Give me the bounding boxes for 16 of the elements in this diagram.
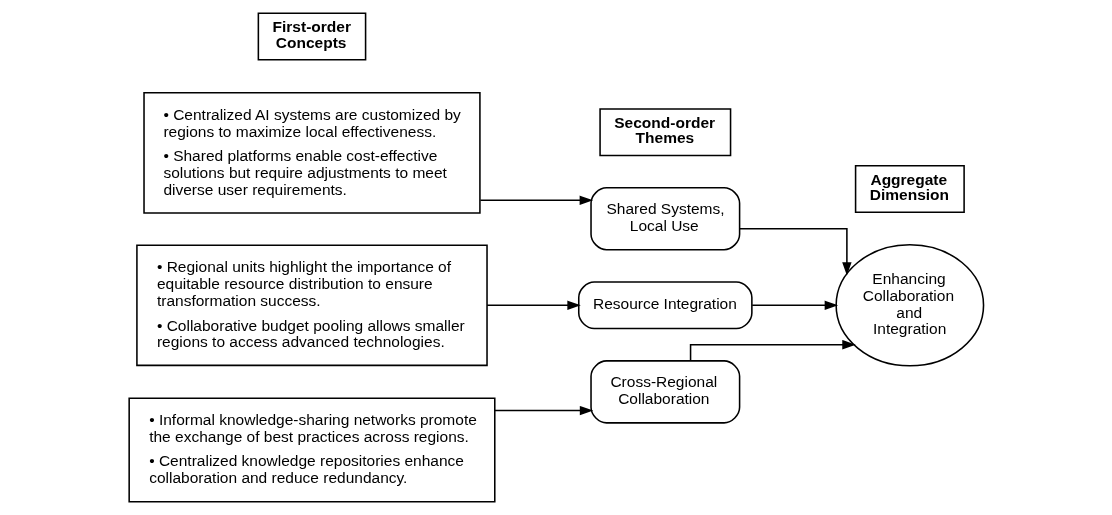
node-box: • Regional units highlight the importance of equitable resource distribution to ensure transformation success. • Collaborative budget pooling allows smaller regions to access advanced technologies. [135,244,488,367]
node-ellipse: Enhancing Collaboration and Integration [834,244,984,367]
node-box: • Informal knowledge-sharing networks promote the exchange of best practices across regions. • Centralized knowledge repositories enhance collaboration and reduce redundancy. [127,397,496,503]
arrow [689,340,856,362]
node-box: • Centralized AI systems are customized by regions to maximize local effectiveness. • Shared platforms enable cost-effective solutions but require adjustments to meet diverse user requirements. [142,92,481,214]
node-box: Resource Integration [577,281,753,330]
arrow [479,195,593,206]
node-box: Aggregate Dimension [854,165,965,214]
arrow [493,405,593,416]
node-box: Shared Systems, Local Use [589,186,740,251]
arrow [750,300,838,310]
node-box: First-order Concepts [257,12,366,61]
arrow [485,300,581,310]
arrow [738,227,852,276]
node-box: Second-order Themes [598,108,731,157]
node-box: Cross-Regional Collaboration [589,360,740,424]
